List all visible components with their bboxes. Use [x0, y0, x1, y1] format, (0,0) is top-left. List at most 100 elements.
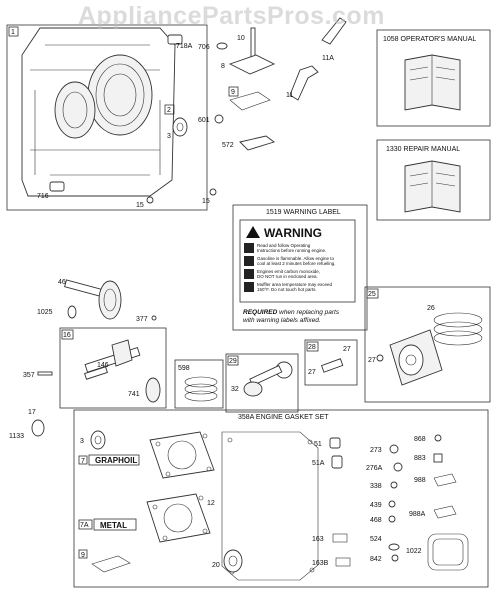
required-note: REQUIRED when replacing parts: [243, 309, 340, 316]
label-20: 20: [212, 562, 220, 569]
box-number-frame: [306, 341, 319, 352]
graphoil-frame: [88, 454, 140, 466]
gasket-988a: [433, 505, 457, 519]
retainer-27: [376, 354, 384, 362]
label-868: 868: [414, 436, 426, 443]
metal-label: METAL: [100, 521, 127, 530]
label-1022: 1022: [406, 548, 422, 555]
piston-rings-26: [433, 312, 483, 346]
box-number-28: 28: [308, 344, 316, 351]
label-10: 10: [237, 35, 245, 42]
fire-icon: [244, 256, 254, 266]
box-crankcase: [6, 24, 208, 211]
box-warning-label: [232, 204, 368, 331]
part-842: [391, 554, 399, 562]
head-gasket-graphoil: [149, 431, 215, 479]
box-number-frame: [164, 104, 175, 115]
warning-line: Muffler area temperature may exceed: [257, 282, 332, 287]
label-15b: 15: [202, 198, 210, 205]
box-connecting-rod: [225, 353, 299, 413]
label-17: 17: [28, 409, 36, 416]
box-number-25: 25: [368, 291, 376, 298]
part-883: [433, 453, 443, 463]
manual-icon: [244, 243, 254, 253]
box-number-7a: 7A: [80, 522, 89, 529]
label-11: 11: [286, 92, 293, 99]
box-number-frame: [366, 288, 379, 299]
warning-line: Read and follow Operating: [257, 243, 311, 248]
plate-572: [239, 135, 275, 151]
box-crankshaft: [59, 327, 167, 409]
label-146: 146: [97, 362, 109, 369]
box-operators-manual: [376, 29, 491, 127]
seal-20: [223, 549, 243, 573]
seal-3: [90, 430, 106, 450]
label-1025: 1025: [37, 309, 53, 316]
warning-line: 150°F. Do not touch hot parts.: [257, 287, 317, 292]
sleeve-716: [49, 181, 65, 192]
label-988: 988: [414, 477, 426, 484]
box-number-frame: [78, 455, 88, 465]
camshaft-46: [64, 279, 122, 320]
box-number-frame: [78, 549, 88, 559]
label-27: 27: [343, 346, 351, 353]
watermark: AppliancePartsPros.com: [78, 2, 385, 30]
label-8: 8: [221, 63, 225, 70]
book-icon: [404, 54, 461, 111]
part-276a: [393, 462, 403, 472]
label-601: 601: [198, 117, 210, 124]
box-number-frame: [78, 519, 93, 530]
label-3: 3: [167, 133, 171, 140]
part-468: [388, 515, 396, 523]
box-gasket-set: [73, 409, 489, 588]
crankcase-gasket-12: [221, 431, 319, 581]
oil-seal-3: [172, 117, 188, 137]
warning-line: Gasoline is flammable. Allow engine to: [257, 256, 335, 261]
label-706: 706: [198, 44, 210, 51]
box-number-9: 9: [231, 89, 235, 96]
label-572: 572: [222, 142, 234, 149]
hose-11a: [321, 17, 347, 45]
label-377: 377: [136, 316, 148, 323]
label-32: 32: [231, 386, 239, 393]
crankcase-part: [21, 27, 176, 197]
required-note-line2: with warning labels affixed.: [243, 317, 321, 324]
warning-line: Engines emit carbon monoxide,: [257, 269, 320, 274]
part-1025: [67, 305, 77, 319]
label-27: 27: [368, 357, 376, 364]
gasket-9: [91, 555, 131, 573]
breather-8: [228, 54, 276, 75]
warning-triangle-icon: [246, 226, 260, 238]
warning-line: cool at least 2 minutes before refueling…: [257, 261, 336, 266]
box-ring-set: [174, 359, 224, 409]
part-524: [388, 543, 400, 551]
box-number-1: 1: [11, 29, 15, 36]
screw-377: [151, 315, 157, 321]
label-357: 357: [23, 372, 35, 379]
label-15: 15: [136, 202, 144, 209]
gasket-163: [332, 533, 348, 543]
graphoil-label: GRAPHOIL: [95, 456, 137, 465]
gasket-163b: [335, 557, 351, 567]
label-27: 27: [308, 369, 316, 376]
label-12: 12: [207, 500, 215, 507]
washer-706: [216, 42, 228, 50]
gasket-51: [329, 437, 341, 449]
label-988a: 988A: [409, 511, 426, 518]
warning-label-title: 1519 WARNING LABEL: [266, 209, 341, 216]
box-number-9: 9: [81, 552, 85, 559]
box-number-frame: [8, 26, 19, 37]
warning-line: Instructions before running engine.: [257, 248, 326, 253]
repair-manual-title: 1330 REPAIR MANUAL: [386, 146, 460, 153]
box-number-29: 29: [229, 358, 237, 365]
box-number-frame: [227, 355, 239, 366]
gasket-988: [433, 473, 457, 487]
gasket-51a: [331, 455, 343, 469]
box-piston-pin: [304, 339, 358, 386]
gear-741: [145, 377, 161, 403]
label-741: 741: [128, 391, 140, 398]
box-number-frame: [61, 329, 74, 340]
label-3: 3: [80, 438, 84, 445]
label-51: 51: [314, 441, 322, 448]
label-439: 439: [370, 502, 382, 509]
